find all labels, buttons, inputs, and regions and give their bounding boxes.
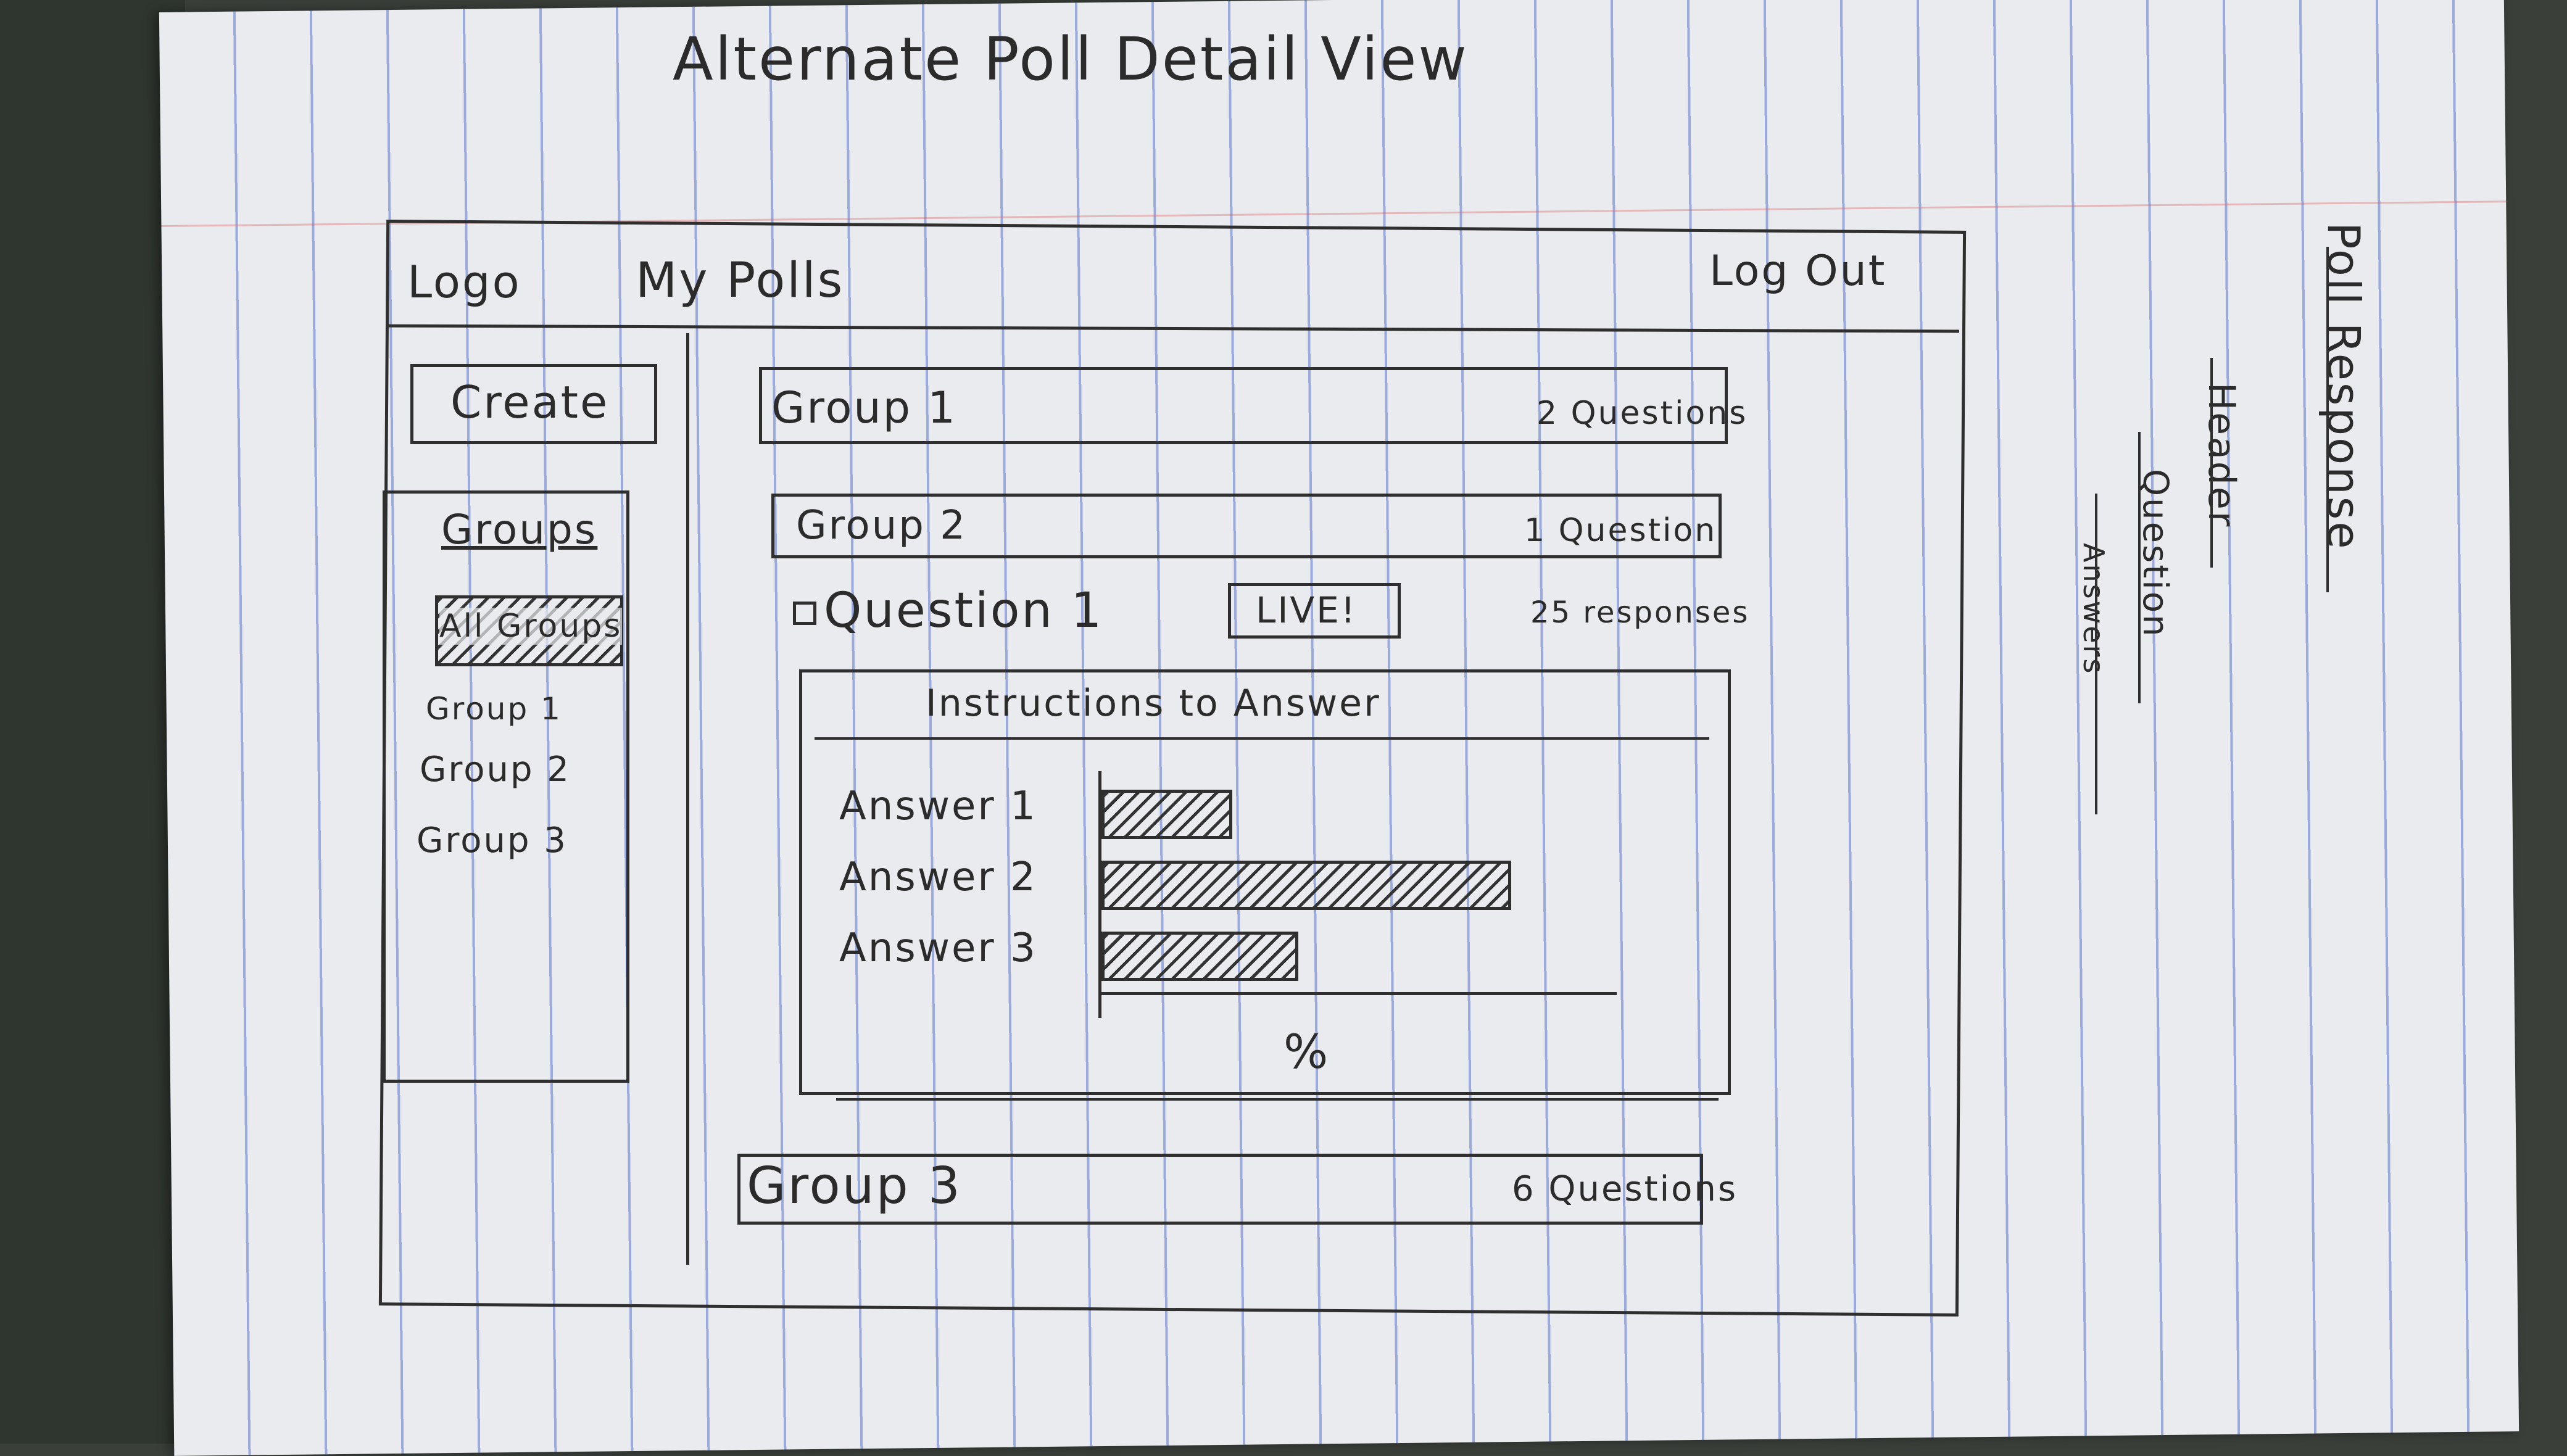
chart-x-axis — [1098, 992, 1617, 995]
create-button-label: Create — [450, 376, 610, 428]
live-badge — [1228, 583, 1401, 639]
answer-label: Answer 1 — [839, 784, 1037, 829]
group-row-1-count: 2 Questions — [1536, 395, 1748, 432]
group-row-2[interactable] — [771, 494, 1722, 558]
instructions-text: Instructions to Answer — [926, 682, 1381, 725]
group-row-1-name: Group 1 — [771, 383, 957, 433]
sidebar-item-group-2[interactable]: Group 2 — [420, 750, 571, 790]
logo: Logo — [407, 256, 521, 308]
chart-axis-unit: % — [1284, 1024, 1330, 1079]
instructions-divider — [815, 737, 1709, 740]
group-row-3[interactable] — [737, 1154, 1703, 1225]
responses-count: 25 responses — [1530, 595, 1750, 630]
group-row-2-name: Group 2 — [796, 503, 967, 548]
panel-bottom-line — [836, 1098, 1719, 1101]
groups-heading: Groups — [441, 506, 598, 553]
chart-y-axis — [1098, 771, 1101, 1018]
sidebar-divider — [686, 333, 689, 1265]
note-question-stroke — [2138, 432, 2141, 703]
answer-bar — [1101, 790, 1232, 839]
answer-bar-chart: Answer 1 Answer 2 Answer 3 — [827, 759, 1629, 1018]
desk-background — [0, 0, 185, 1444]
answer-panel — [799, 669, 1731, 1095]
note-answers: Answers — [2077, 543, 2110, 676]
note-header-stroke — [2210, 358, 2213, 568]
note-poll-response: Poll Response — [2318, 222, 2370, 551]
sidebar-item-group-3[interactable]: Group 3 — [417, 821, 568, 861]
note-question: Question — [2135, 469, 2175, 639]
question-checkbox[interactable] — [793, 602, 816, 625]
group-row-3-name: Group 3 — [747, 1157, 962, 1215]
sidebar-item-group-1[interactable]: Group 1 — [426, 691, 562, 727]
answer-bar — [1101, 932, 1298, 981]
sidebar-item-all-groups-label: All Groups — [439, 608, 623, 645]
page-title: Alternate Poll Detail View — [673, 25, 1469, 94]
nav-my-polls[interactable]: My Polls — [636, 253, 845, 308]
group-row-2-count: 1 Question — [1524, 512, 1717, 549]
groups-panel — [383, 490, 629, 1083]
question-label: Question 1 — [824, 583, 1104, 639]
answer-label: Answer 3 — [839, 925, 1037, 971]
live-badge-label: LIVE! — [1256, 589, 1357, 631]
group-row-1[interactable] — [759, 367, 1728, 444]
note-poll-response-stroke — [2326, 247, 2329, 592]
group-row-3-count: 6 Questions — [1512, 1169, 1738, 1209]
answer-label: Answer 2 — [839, 854, 1037, 900]
create-button[interactable] — [410, 364, 657, 444]
answer-bar — [1101, 861, 1511, 910]
logout-link[interactable]: Log Out — [1709, 247, 1887, 296]
note-answers-stroke — [2095, 494, 2097, 814]
note-header: Header — [2200, 383, 2243, 529]
